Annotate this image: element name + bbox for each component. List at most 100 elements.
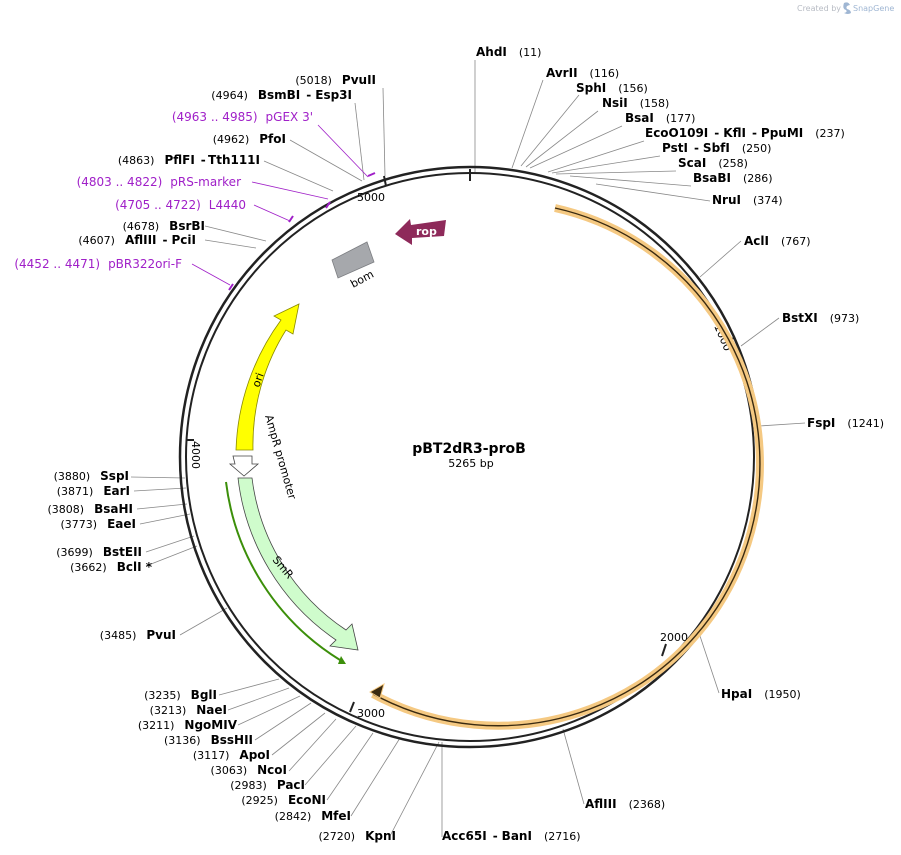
connector (218, 678, 280, 696)
site-name: PacI (277, 778, 305, 792)
site-label-eaei: (3773) EaeI (61, 517, 136, 531)
smr-line (225, 481, 341, 661)
site-pos: (3136) (164, 734, 201, 747)
primer-mark-l4440 (288, 215, 294, 223)
site-pos: (286) (743, 172, 773, 185)
site-pos: (3117) (193, 749, 230, 762)
site-label-hpai: HpaI(1950) (721, 687, 801, 701)
connector (288, 718, 337, 772)
site-label-naei: (3213)NaeI (150, 703, 227, 717)
connector (529, 125, 623, 169)
site-name: NsiI (602, 96, 628, 110)
ori-feature: ori (235, 303, 300, 451)
site-name: BglI (191, 688, 217, 702)
connector (525, 110, 599, 168)
site-pos: (374) (753, 194, 783, 207)
site-label-sphi: SphI(156) (576, 81, 648, 95)
primer-label-pbr322ori-f: (4452 .. 4471)pBR322ori-F (14, 257, 182, 271)
site-pos: (158) (640, 97, 670, 110)
credit-prefix: Created by (797, 4, 841, 13)
tick-label: 4000 (189, 441, 202, 469)
site-name: EaeI (107, 517, 136, 531)
site-label-bsabi: BsaBI (286) (693, 171, 773, 185)
smr-arrow (237, 477, 359, 651)
primer-mark-pbr322 (228, 283, 234, 291)
bom-feature: bom (331, 241, 376, 291)
site-pos: (3662) (70, 561, 107, 574)
site-name: PpuMI (761, 126, 803, 140)
site-label-econi: (2925)EcoNI (241, 793, 326, 807)
connector (133, 487, 187, 492)
site-name: BclI * (117, 560, 153, 574)
primer-range: (4705 .. 4722) (115, 198, 201, 212)
connector (382, 87, 386, 177)
site-pos: (4962) (213, 133, 250, 146)
site-name: PvuI (146, 628, 176, 642)
connector (304, 725, 357, 786)
site-pos: (4607) (78, 234, 115, 247)
connector (263, 160, 334, 192)
site-name: BsaBI (693, 171, 731, 185)
connector (227, 687, 290, 711)
connector (204, 225, 267, 242)
site-pos: (3773) (61, 518, 98, 531)
site-pos: (3485) (100, 629, 137, 642)
site-label-paci: (2983)PacI (230, 778, 305, 792)
site-label-bcli: (3662) BclI * (70, 560, 153, 574)
site-connectors (130, 60, 806, 837)
site-name: AvrII (546, 66, 578, 80)
primer-range: (4963 .. 4985) (172, 110, 258, 124)
site-name: BstXI (782, 311, 818, 325)
site-name: Acc65I (442, 829, 487, 843)
site-pos: (3871) (57, 485, 94, 498)
site-pos: (258) (718, 157, 748, 170)
site-label-scai: ScaI(258) (678, 156, 748, 170)
primer-mark-prs (325, 201, 331, 209)
site-label-bsrbi: (4678)BsrBI (123, 219, 205, 233)
ori-label: ori (250, 371, 267, 389)
connector (520, 94, 580, 167)
connector (758, 422, 806, 427)
site-name: KflI (723, 126, 746, 140)
smr-line-arrowhead (338, 656, 346, 664)
site-label-pvuii: (5018)PvuII (295, 73, 376, 87)
credit-brand: SnapGene (853, 4, 894, 13)
primer-labels: (4963 .. 4985)pGEX 3' (4803 .. 4822)pRS-… (14, 110, 313, 271)
site-pos: (1241) (847, 417, 884, 430)
primer-mark-pgex3 (367, 172, 376, 177)
site-label-bsteii: (3699)BstEII (56, 545, 142, 559)
site-label-avrii: AvrII (116) (546, 66, 619, 80)
site-name: BsrBI (169, 219, 205, 233)
site-name: BssHII (211, 733, 253, 747)
orf-arc-line (372, 207, 761, 727)
plasmid-name: pBT2dR3-proB (412, 441, 526, 457)
connector (271, 712, 326, 756)
primer-marks (228, 172, 376, 291)
site-pos: (3213) (150, 704, 187, 717)
smr-feature: SmR (225, 477, 359, 664)
site-pos: (3699) (56, 546, 93, 559)
connector (555, 170, 677, 175)
site-name: Esp3I (315, 88, 352, 102)
site-name: SphI (576, 81, 606, 95)
site-name: KpnI (365, 829, 396, 843)
primer-name: pRS-marker (170, 175, 241, 189)
site-label-ncoi: (3063)NcoI (211, 763, 287, 777)
site-pos: (3808) (48, 503, 85, 516)
connector (569, 175, 692, 187)
site-label-afliii-2368: AflIII(2368) (585, 797, 665, 811)
site-label-psti: PstI-SbfI(250) (662, 141, 771, 155)
site-label-ahdi: AhdI(11) (476, 45, 541, 59)
site-label-bsmbi: (4964)BsmBI-Esp3I (211, 88, 352, 102)
site-name: ApoI (239, 748, 270, 762)
site-pos: (5018) (295, 74, 332, 87)
site-label-nsii: NsiI (158) (602, 96, 669, 110)
bom-box (331, 241, 375, 279)
connector (136, 503, 188, 510)
rop-arrow (395, 219, 446, 245)
site-pos: (116) (590, 67, 620, 80)
rop-label: rop (416, 225, 437, 238)
primer-name: pBR322ori-F (108, 257, 182, 271)
site-name: PciI (172, 233, 197, 247)
site-label-mfei: (2842)MfeI (275, 809, 351, 823)
